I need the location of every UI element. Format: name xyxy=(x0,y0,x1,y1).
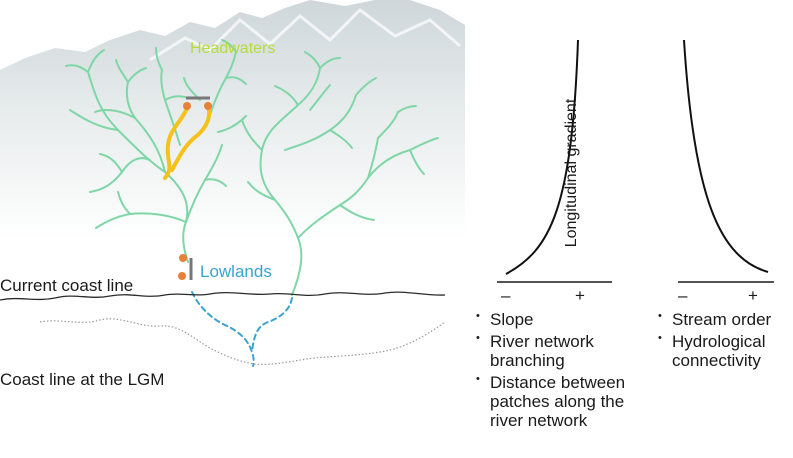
lowlands-label: Lowlands xyxy=(200,262,272,281)
left-graph-curve xyxy=(505,39,579,275)
patch-node-low-top xyxy=(179,254,187,262)
right-graph-plus-tick: + xyxy=(748,286,758,305)
list-item: Slope xyxy=(476,307,681,329)
right-graph-curve xyxy=(683,39,769,273)
list-item: Distance between patches along the river… xyxy=(476,370,681,430)
patch-node-low-bottom xyxy=(178,272,186,280)
submerged-river-channels xyxy=(191,291,293,367)
current-coast-label: Current coast line xyxy=(0,276,134,295)
headwaters-label: Headwaters xyxy=(190,40,276,57)
list-item: Hydrological connectivity xyxy=(658,329,793,370)
mountain-ridge xyxy=(149,8,461,62)
lgm-coast-label: Coast line at the LGM xyxy=(0,370,165,389)
right-graph-minus-tick: – xyxy=(678,286,688,305)
left-graph-minus-tick: – xyxy=(501,286,511,305)
list-item: River network branching xyxy=(476,329,681,370)
patch-node-top-left xyxy=(183,102,191,110)
longitudinal-gradient-axis-title: Longitudinal gradient xyxy=(563,98,580,248)
left-graph-plus-tick: + xyxy=(575,286,585,305)
left-graph-variables-list: Slope River network branching Distance b… xyxy=(476,307,681,433)
list-item: Stream order xyxy=(658,307,793,329)
patch-node-top-right xyxy=(204,102,212,110)
current-coast-line xyxy=(0,291,446,301)
headwater-connection-path xyxy=(163,104,212,180)
right-river-tree xyxy=(241,51,439,296)
left-river-tree xyxy=(65,39,247,263)
lgm-coast-line xyxy=(39,318,446,365)
right-graph-variables-list: Stream order Hydrological connectivity xyxy=(658,307,793,373)
